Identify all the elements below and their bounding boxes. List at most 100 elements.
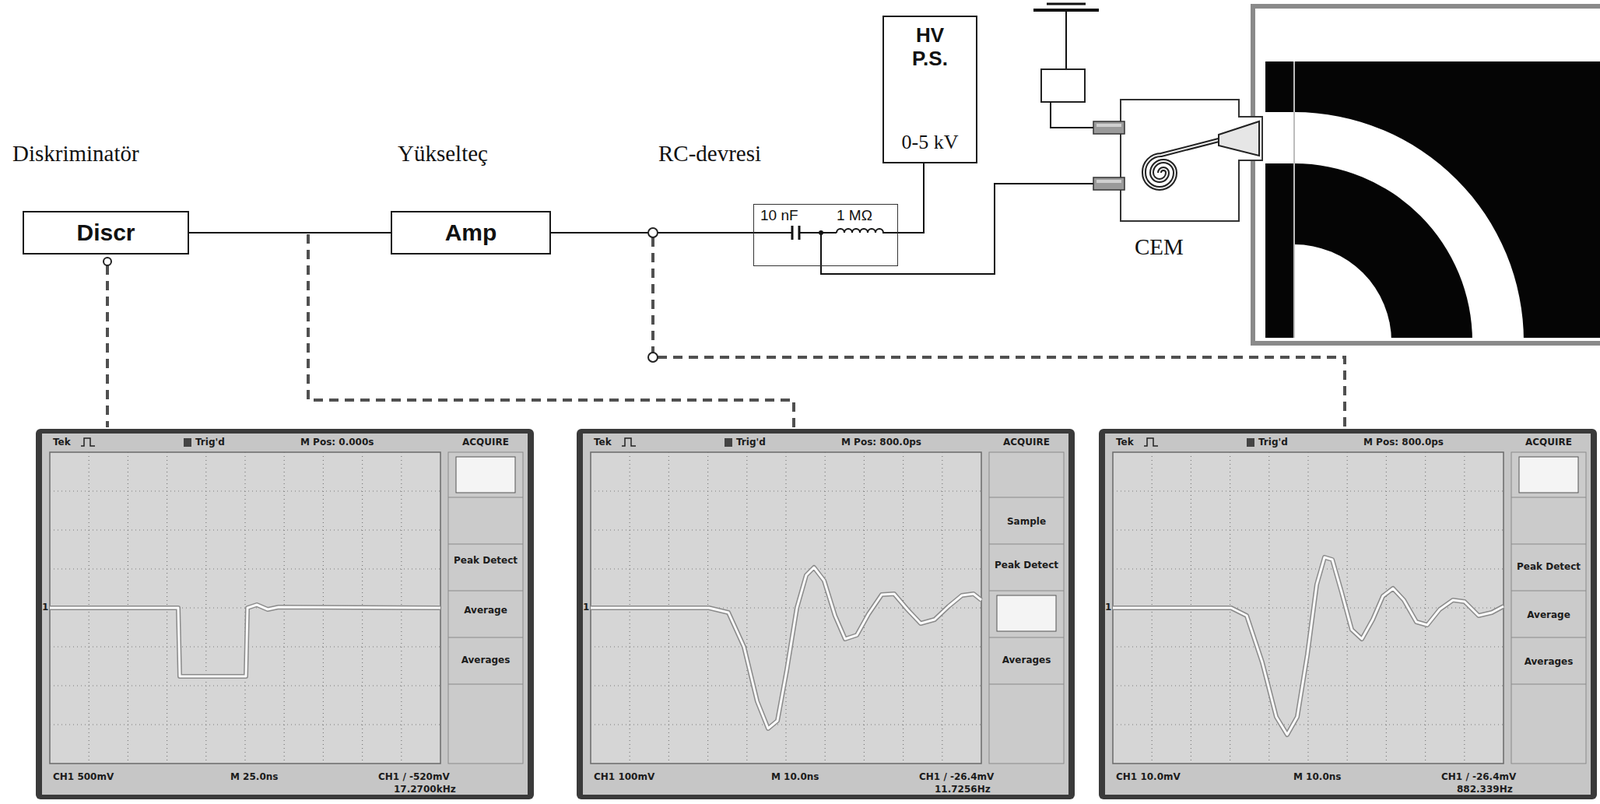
scope-readout: ACQUIRE <box>1511 436 1586 448</box>
scope-readout: 1 <box>582 601 590 613</box>
waveform <box>1112 557 1504 735</box>
text-slot: Peak Detect <box>448 554 523 566</box>
probe-line <box>308 234 794 428</box>
waveform <box>590 567 982 729</box>
label-slot: CEM <box>1134 233 1184 260</box>
text-slot: CH1 / -26.4mV <box>919 771 994 783</box>
text-slot: Averages <box>989 654 1064 666</box>
scope-readout: Sample <box>989 515 1064 527</box>
probe-point <box>648 228 658 238</box>
text-slot: 1 <box>582 601 590 613</box>
scope-readout: Averages <box>448 654 523 666</box>
signal-wire <box>189 231 391 234</box>
probe-line <box>651 237 655 353</box>
text-slot: CH1 100mV <box>593 771 655 783</box>
scope-readout: 17.2700kHz <box>393 783 457 795</box>
box-label: Discr <box>76 219 135 246</box>
text-slot: Averages <box>1511 656 1586 667</box>
text-slot: CH1 500mV <box>52 771 114 783</box>
connector <box>1093 121 1125 134</box>
scope-readout: M 10.0ns <box>1293 771 1341 783</box>
waveform <box>49 604 441 677</box>
text-slot: Trig'd <box>736 436 766 448</box>
text-slot: 11.7256Hz <box>934 783 991 795</box>
oscilloscope-photo <box>35 428 534 800</box>
signal-wire <box>898 163 924 233</box>
resistor-symbol <box>836 228 899 233</box>
scope-readout: CH1 / -26.4mV <box>1441 771 1516 783</box>
text-slot: CH1 10.0mV <box>1115 771 1181 783</box>
oscilloscope-screen: TekTrig'dM Pos: 800.0psACQUIRESamplePeak… <box>576 428 1075 800</box>
vacuum-chamber-wall <box>1252 6 1600 344</box>
scope-readout: M 25.0ns <box>230 771 278 783</box>
analyzer-gap <box>1265 112 1524 342</box>
text-slot: M Pos: 800.0ps <box>1363 436 1444 448</box>
scope-readout: ACQUIRE <box>448 436 523 448</box>
text-slot: CH1 / -520mV <box>378 771 450 783</box>
probe-point <box>648 352 658 362</box>
electron-analyzer <box>1252 6 1600 344</box>
connector <box>1096 179 1122 183</box>
entrance-plane <box>1293 61 1295 338</box>
wire <box>1065 10 1067 70</box>
component-value: 1 MΩ <box>836 207 873 225</box>
text-slot: CH1 / -26.4mV <box>1441 771 1516 783</box>
component-label: CEM <box>1134 233 1184 260</box>
scope-readout: M Pos: 0.000s <box>300 436 374 448</box>
channel-electron-multiplier <box>1093 99 1263 222</box>
scope-readout: M Pos: 800.0ps <box>1363 436 1444 448</box>
text-slot: 882.339Hz <box>1456 783 1513 795</box>
cem-spiral <box>1143 140 1219 189</box>
scope-readout: M Pos: 800.0ps <box>841 436 922 448</box>
text-slot: 10 nF <box>760 207 799 225</box>
probe-line <box>105 265 109 428</box>
scope-readout: Trig'd <box>195 436 225 448</box>
text-slot: Averages <box>448 654 523 666</box>
text-slot: M 10.0ns <box>1293 771 1341 783</box>
cem-cone <box>1218 121 1260 156</box>
capacitor-symbol <box>791 225 794 240</box>
connector <box>1096 123 1122 127</box>
text-slot: Trig'd <box>195 436 225 448</box>
text-slot: Trig'd <box>1258 436 1288 448</box>
component-label: RC-devresi <box>658 140 762 167</box>
cem-spiral <box>1143 140 1219 189</box>
waveform <box>49 604 441 677</box>
scope-readout: Peak Detect <box>989 559 1064 571</box>
text-slot: Sample <box>989 515 1064 527</box>
scope-readout: Average <box>448 604 523 616</box>
text-slot: Average <box>448 604 523 616</box>
waveform <box>590 567 982 729</box>
text-slot: Tek <box>52 436 71 448</box>
scope-readout: 1 <box>1105 601 1112 613</box>
connector <box>1093 177 1125 190</box>
scope-readout: Average <box>1511 609 1586 621</box>
text-slot: Tek <box>1115 436 1134 448</box>
signal-wire <box>821 183 1094 274</box>
text-slot: 17.2700kHz <box>393 783 457 795</box>
scope-readout: CH1 10.0mV <box>1115 771 1181 783</box>
wire <box>753 231 793 234</box>
scope-readout: CH1 / -26.4mV <box>919 771 994 783</box>
component-value: 10 nF <box>760 207 799 225</box>
scope-readout: CH1 100mV <box>593 771 655 783</box>
text-slot: M Pos: 0.000s <box>300 436 374 448</box>
scope-readout: Peak Detect <box>1511 561 1586 572</box>
scope-readout: Tek <box>1115 436 1134 448</box>
discriminator-box: Discr <box>22 210 190 255</box>
text-slot: Peak Detect <box>1511 561 1586 572</box>
menu-highlight <box>456 456 516 493</box>
hv-power-supply-box: HV P.S.0-5 kV <box>882 15 978 164</box>
text-slot: ACQUIRE <box>1511 436 1586 448</box>
scope-readout: Tek <box>593 436 612 448</box>
text-slot: Peak Detect <box>989 559 1064 571</box>
oscilloscope-photo <box>1098 428 1597 800</box>
text-slot: Tek <box>593 436 612 448</box>
analyzer-core <box>1294 244 1392 342</box>
rc-circuit-box: 10 nF 1 MΩ <box>753 203 899 267</box>
label-slot: RC-devresi <box>658 140 762 167</box>
label-slot: Diskriminatör <box>12 140 140 167</box>
